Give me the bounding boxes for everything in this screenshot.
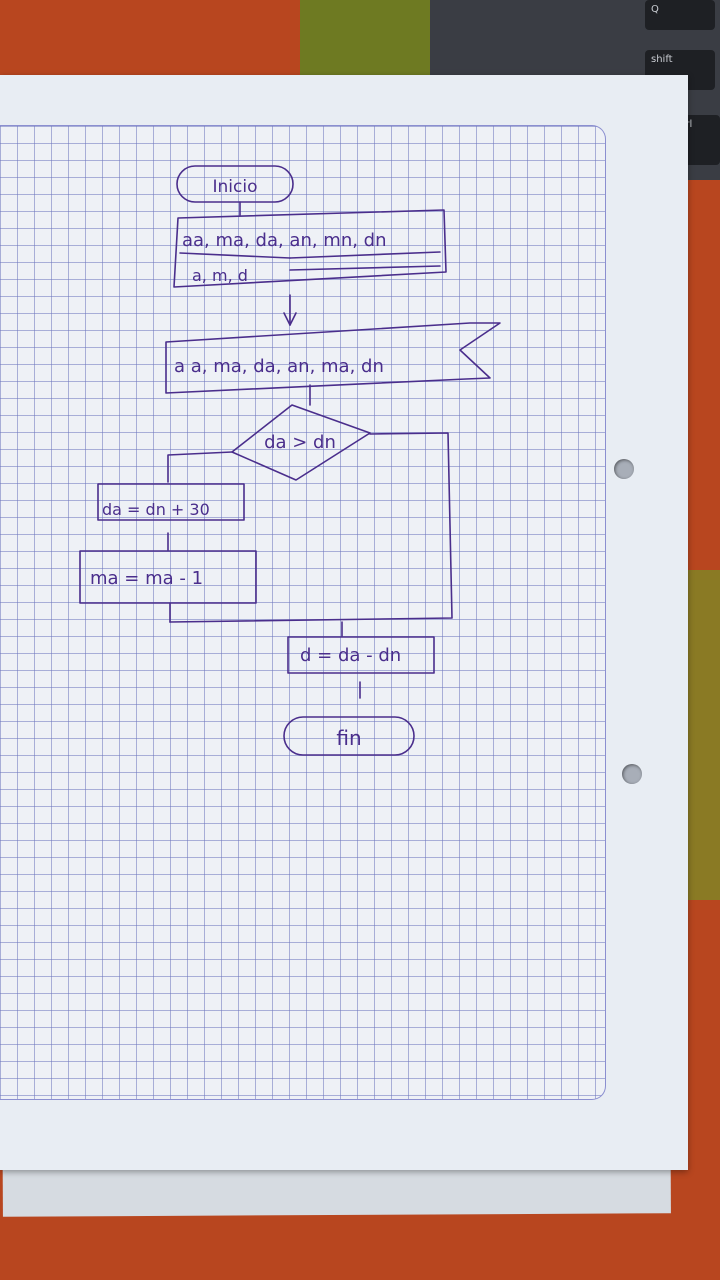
key-q: Q [645, 0, 715, 30]
input-box [173, 209, 447, 288]
binder-hole-top [614, 459, 634, 479]
process-3-label: d = da - dn [300, 645, 401, 666]
input-line-2: a, m, d [192, 266, 248, 285]
end-terminator [283, 716, 415, 756]
process-box-1 [97, 483, 245, 521]
output-label: a a, ma, da, an, ma, dn [174, 356, 384, 377]
output-box [165, 322, 501, 394]
condition-label: da > dn [264, 432, 336, 453]
process-box-2 [79, 550, 257, 604]
yellow-book [300, 0, 440, 80]
input-line-1: aa, ma, da, an, mn, dn [182, 230, 387, 251]
process-box-3 [287, 636, 435, 674]
grid-area [0, 125, 606, 1100]
start-terminator [176, 165, 294, 203]
binder-hole-bottom [622, 764, 642, 784]
process-2-label: ma = ma - 1 [90, 568, 203, 589]
start-label: Inicio [213, 177, 258, 197]
decision-diamond [231, 404, 371, 481]
process-1-label: da = dn + 30 [102, 500, 210, 519]
end-label: fin [336, 726, 361, 750]
